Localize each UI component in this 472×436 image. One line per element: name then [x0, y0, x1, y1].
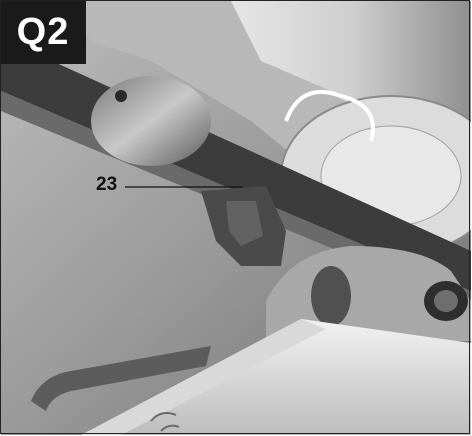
callout-number: 23 — [96, 174, 118, 195]
step-badge: Q2 — [0, 0, 86, 64]
